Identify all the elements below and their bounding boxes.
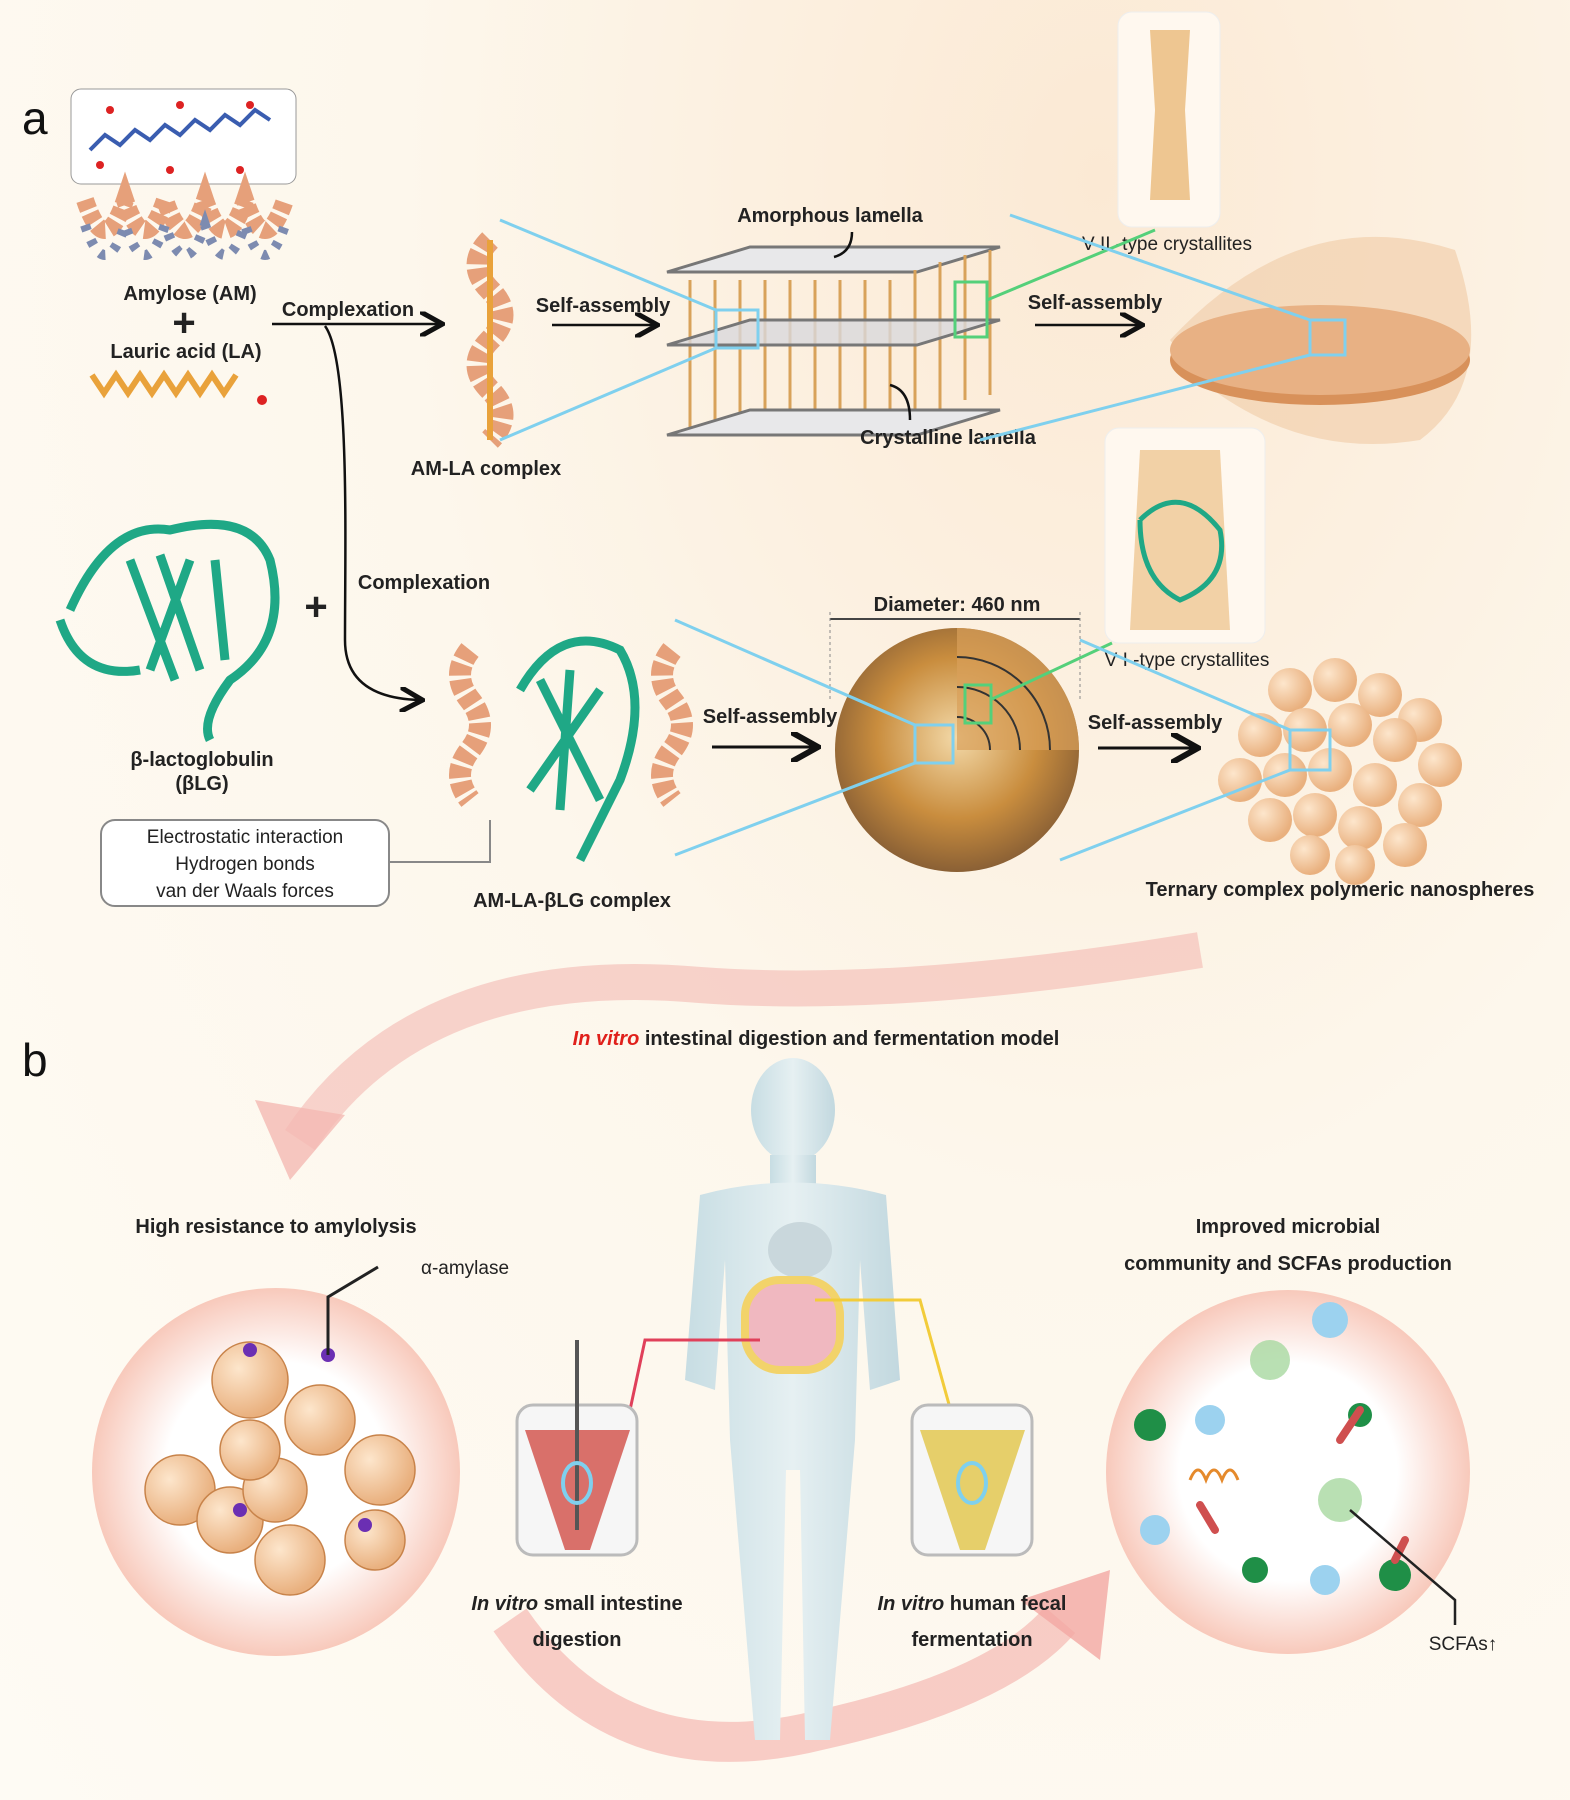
complexation-arrow-2 [323,325,420,700]
lamellar-disc-icon [1170,236,1472,444]
digestion-vessel-icon [515,1340,639,1557]
interaction-item: van der Waals forces [156,881,334,902]
connector-line [389,820,491,863]
panel-label-b: b [22,1034,48,1086]
scfas-label: SCFAs↑ [1429,1634,1498,1655]
complexation-label-1: Complexation [282,299,414,321]
resistance-label: High resistance to amylolysis [135,1216,416,1238]
flow-arrowhead-top [255,1100,345,1180]
beta-lactoglobulin-icon [55,519,280,743]
lamella-block-icon [666,245,1001,437]
self-assembly-label-3: Self-assembly [703,706,838,728]
zoom-line [1079,638,1291,732]
flow-arrow-top [285,932,1203,1151]
digestion-label-2: digestion [533,1629,622,1651]
blg-label: β-lactoglobulin [130,749,273,771]
panel-label-a: a [22,92,48,144]
carboxyl-icon [257,395,267,405]
model-title: In vitro intestinal digestion and fermen… [573,1028,1060,1050]
amylolysis-resistance-circle [92,1265,460,1656]
fermentation-label-2: fermentation [911,1629,1032,1651]
am-la-blg-complex-label: AM-LA-βLG complex [473,890,671,912]
crystalline-lamella-label: Crystalline lamella [860,427,1037,449]
vii-crystallite-inset [1117,11,1221,228]
human-body-icon [685,1058,900,1740]
vii-crystallites-label: V II -type crystallites [1082,234,1252,255]
amylase-label: α-amylase [421,1258,509,1279]
zoom-line [979,353,1311,442]
zoom-line [986,228,1156,302]
fermentation-vessel-icon [910,1403,1034,1557]
self-assembly-label-4: Self-assembly [1088,712,1223,734]
vi-crystallites-label: V I -type crystallites [1105,650,1270,671]
zoom-line [499,218,717,312]
self-assembly-label-2: Self-assembly [1028,292,1163,314]
vi-crystallite-inset [1104,427,1266,644]
complexation-label-2: Complexation [358,572,490,594]
interaction-item: Electrostatic interaction [147,827,343,848]
self-assembly-label-1: Self-assembly [536,295,671,317]
microbial-community-circle [1106,1290,1470,1654]
am-la-complex-label: AM-LA complex [411,458,561,480]
zoom-line [1009,213,1311,322]
zoom-line [989,641,1113,702]
microbial-label-2: community and SCFAs production [1124,1253,1452,1275]
plus-sign: + [172,301,195,345]
lauric-acid-label: Lauric acid (LA) [110,341,261,363]
zoom-line [499,346,717,442]
am-la-blg-complex-icon [449,636,693,863]
digestion-label: In vitro small intestine [471,1593,682,1615]
interaction-item: Hydrogen bonds [175,854,314,875]
amylose-helix-icon [76,171,294,260]
diameter-label: Diameter: 460 nm [874,594,1041,616]
amylose-structure-inset [70,88,297,185]
zoom-line [1059,768,1291,862]
pointer-line [889,383,912,421]
blg-abbrev-label: (βLG) [175,773,228,795]
zoom-line [674,761,916,857]
flow-arrowhead-bottom [1020,1570,1110,1660]
lauric-acid-chain-icon [89,369,239,399]
nanosphere-cluster-icon [1218,658,1462,885]
microbial-label-1: Improved microbial [1196,1216,1381,1238]
amorphous-lamella-label: Amorphous lamella [737,205,923,227]
pointer-line [833,231,854,259]
fermentation-label: In vitro human fecal [878,1593,1067,1615]
zoom-line [674,618,916,727]
nanospheres-label: Ternary complex polymeric nanospheres [1146,879,1535,901]
amylose-label: Amylose (AM) [123,283,256,305]
plus-sign-2: + [304,585,327,629]
am-la-complex-icon [466,232,514,448]
nanosphere-icon [829,612,1081,872]
